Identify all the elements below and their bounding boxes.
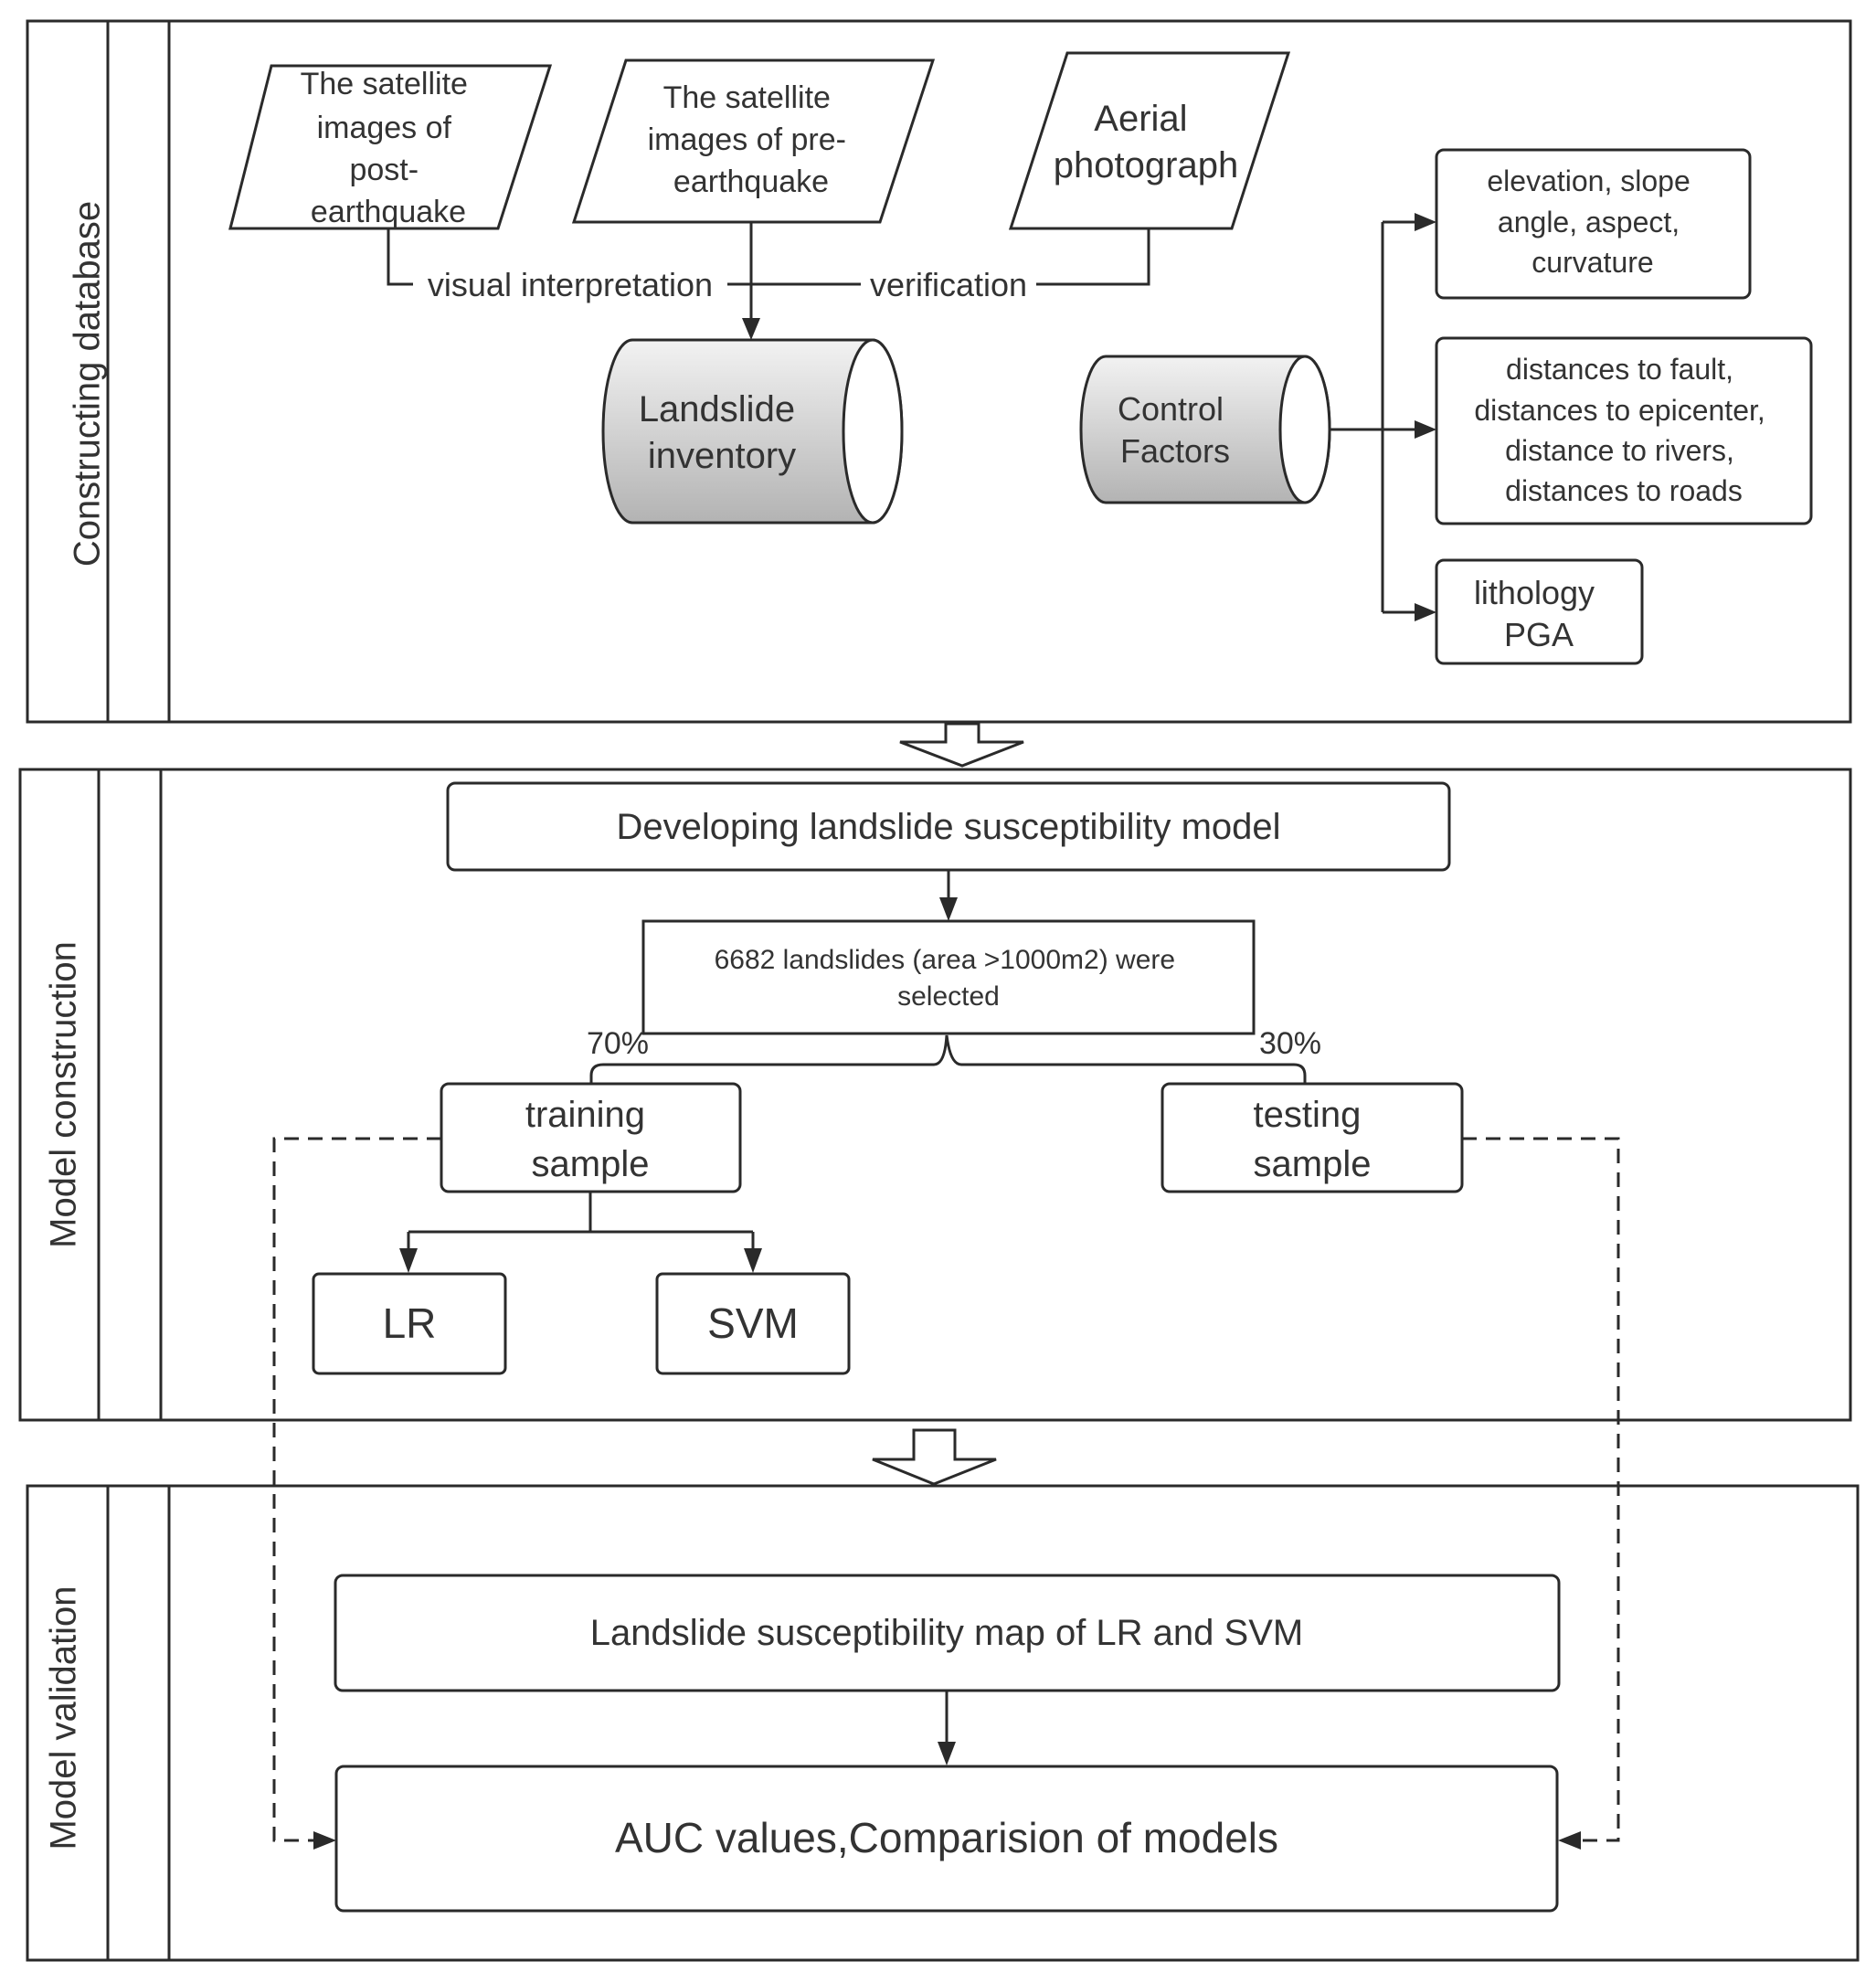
training-to-lr-arrowhead bbox=[399, 1248, 418, 1273]
svg-text:6682 landslides (area >1000m2): 6682 landslides (area >1000m2) were sele… bbox=[715, 945, 1183, 1012]
post-sat-line-4: earthquake bbox=[311, 195, 466, 229]
svg-text:lithology PGA: lithology PGA bbox=[1474, 574, 1604, 653]
percent-training-label: 70% bbox=[587, 1026, 649, 1061]
visual-interpretation-label: visual interpretation bbox=[428, 266, 713, 303]
lane-model-construction: Model construction bbox=[18, 768, 1852, 1422]
topo-line-2: angle, aspect, bbox=[1498, 206, 1680, 239]
lr-box: LR bbox=[312, 1272, 507, 1375]
lane-constructing-database: Constructing database bbox=[26, 19, 1852, 724]
post-sat-line-2: images of bbox=[317, 111, 452, 145]
susceptibility-map-label: Landslide susceptibility map of LR and S… bbox=[590, 1613, 1303, 1653]
testing-line-2: sample bbox=[1254, 1144, 1372, 1184]
block-arrow-2 bbox=[872, 1428, 997, 1486]
aerial-line-1: Aerial bbox=[1094, 99, 1187, 139]
percent-testing-label: 30% bbox=[1259, 1026, 1321, 1061]
svg-text:The satellite images of: The satellite images of pre- earthquake bbox=[648, 80, 855, 199]
map-to-auc-arrowhead bbox=[938, 1742, 956, 1765]
inventory-line-1: Landslide bbox=[639, 389, 795, 429]
svg-text:Landslide inventory: Landslide inventory bbox=[639, 389, 805, 476]
post-sat-line-1: The satellite bbox=[301, 67, 468, 101]
control-factors-line-2: Factors bbox=[1120, 432, 1230, 470]
pre-to-inventory-arrowhead bbox=[742, 318, 760, 340]
pre-sat-line-1: The satellite bbox=[663, 80, 831, 115]
svg-text:The satellite images of: The satellite images of post- earthquake bbox=[301, 67, 477, 229]
verification-label: verification bbox=[870, 266, 1027, 303]
topo-line-1: elevation, slope bbox=[1487, 164, 1690, 197]
dist-line-4: distances to roads bbox=[1505, 474, 1743, 507]
factors-arrowhead-topo bbox=[1415, 213, 1436, 231]
post-earthquake-images-node: The satellite images of post- earthquake bbox=[228, 64, 553, 230]
visual-interpretation-connector bbox=[387, 228, 1150, 286]
block-arrow-1 bbox=[899, 722, 1024, 768]
aerial-photograph-node: Aerial photograph bbox=[1008, 51, 1291, 230]
svg-text:Aerial photograph: Aerial photograph bbox=[1054, 99, 1238, 186]
selected-line-1: 6682 landslides (area >1000m2) were bbox=[715, 945, 1175, 975]
factor-box-topography: elevation, slope angle, aspect, curvatur… bbox=[1435, 148, 1752, 300]
lane-label-model-construction: Model construction bbox=[44, 941, 84, 1248]
pre-sat-line-3: earthquake bbox=[673, 164, 829, 199]
factors-arrowhead-dist bbox=[1415, 420, 1436, 439]
svm-box: SVM bbox=[655, 1272, 851, 1375]
topo-line-3: curvature bbox=[1532, 246, 1653, 279]
training-to-auc-dashed bbox=[272, 1137, 441, 1842]
svg-text:Control Factors: Control Factors bbox=[1118, 390, 1233, 470]
pre-sat-line-2: images of pre- bbox=[648, 122, 846, 157]
develop-model-label: Developing landslide susceptibility mode… bbox=[616, 807, 1280, 847]
lr-label: LR bbox=[383, 1299, 437, 1347]
dist-line-2: distances to epicenter, bbox=[1474, 394, 1765, 427]
testing-to-auc-dashed bbox=[1462, 1137, 1620, 1842]
factor-box-geology: lithology PGA bbox=[1435, 558, 1644, 665]
training-to-svm-arrowhead bbox=[744, 1248, 762, 1273]
auc-comparison-label: AUC values,Comparision of models bbox=[615, 1814, 1278, 1861]
training-to-auc-arrowhead bbox=[313, 1831, 336, 1850]
geo-line-2: PGA bbox=[1504, 616, 1574, 653]
aerial-line-2: photograph bbox=[1054, 145, 1238, 186]
selected-landslides-box: 6682 landslides (area >1000m2) were sele… bbox=[641, 919, 1256, 1035]
develop-to-selected-arrowhead bbox=[939, 897, 958, 921]
factors-arrowhead-geo bbox=[1415, 603, 1436, 621]
inventory-line-2: inventory bbox=[648, 436, 796, 476]
split-brace bbox=[589, 1034, 1307, 1083]
training-line-2: sample bbox=[532, 1144, 650, 1184]
auc-comparison-box: AUC values,Comparision of models bbox=[334, 1765, 1559, 1913]
svg-text:distances to fault, dist: distances to fault, distances to epicent… bbox=[1474, 353, 1773, 507]
svg-text:training sample: training sample bbox=[525, 1095, 655, 1184]
dist-line-1: distances to fault, bbox=[1506, 353, 1733, 386]
testing-to-auc-arrowhead bbox=[1558, 1831, 1581, 1850]
control-factors-line-1: Control bbox=[1118, 390, 1224, 428]
develop-model-box: Developing landslide susceptibility mode… bbox=[446, 781, 1451, 872]
svg-text:testing sample: testing sample bbox=[1254, 1095, 1372, 1184]
testing-sample-box: testing sample bbox=[1161, 1082, 1464, 1193]
factor-box-distances: distances to fault, distances to epicent… bbox=[1435, 336, 1813, 525]
training-line-1: training bbox=[525, 1095, 645, 1135]
control-factors-cylinder: Control Factors bbox=[1079, 355, 1331, 504]
lane-model-validation: Model validation bbox=[26, 1484, 1860, 1962]
pre-earthquake-images-node: The satellite images of pre- earthquake bbox=[571, 58, 936, 224]
dist-line-3: distance to rivers, bbox=[1505, 434, 1734, 467]
post-sat-line-3: post- bbox=[349, 153, 419, 187]
lane-label-model-validation: Model validation bbox=[44, 1585, 84, 1850]
testing-line-1: testing bbox=[1254, 1095, 1362, 1135]
lane-label-constructing-database: Constructing database bbox=[68, 201, 108, 567]
svg-text:elevation, slope angle,: elevation, slope angle, aspect, curvatur… bbox=[1487, 164, 1698, 279]
svm-label: SVM bbox=[707, 1299, 799, 1347]
selected-line-2: selected bbox=[897, 981, 1000, 1012]
landslide-inventory-cylinder: Landslide inventory bbox=[601, 338, 904, 525]
geo-line-1: lithology bbox=[1474, 574, 1595, 611]
susceptibility-map-box: Landslide susceptibility map of LR and S… bbox=[334, 1574, 1561, 1692]
training-sample-box: training sample bbox=[440, 1082, 742, 1193]
